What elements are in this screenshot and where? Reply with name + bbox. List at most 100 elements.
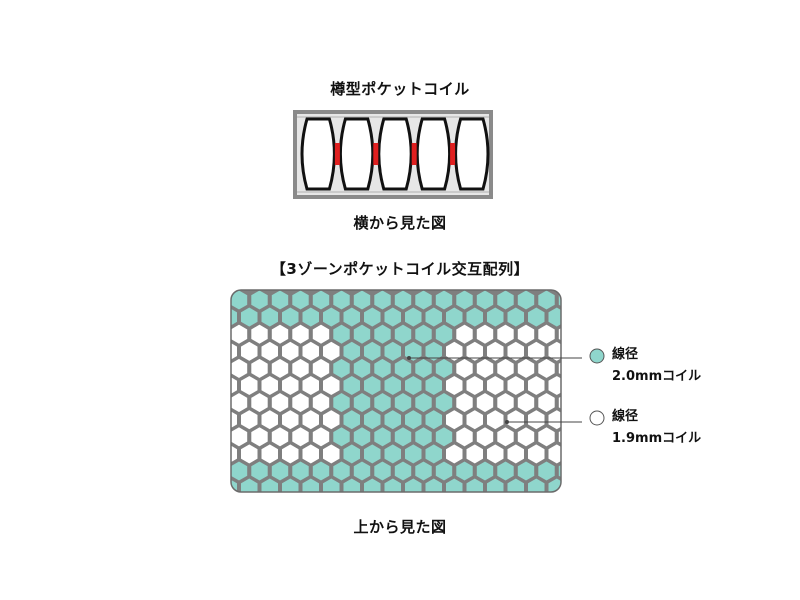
- coil-cell-white: [568, 375, 586, 395]
- side-view-title: 樽型ポケットコイル: [330, 80, 470, 98]
- coil-cell-teal: [424, 340, 444, 363]
- barrel-coil: [415, 117, 452, 191]
- coil-cell-white: [301, 374, 321, 397]
- side-view-caption: 横から見た図: [353, 214, 447, 232]
- coil-cell-teal: [414, 460, 433, 482]
- coil-cell-white: [321, 340, 341, 363]
- coil-cell-teal: [362, 340, 382, 363]
- coil-cell-white: [270, 391, 290, 414]
- coil-cell-white: [301, 443, 321, 465]
- coil-cell-teal: [231, 477, 239, 492]
- coil-cell-white: [557, 425, 561, 448]
- coil-cell-teal: [332, 357, 351, 380]
- coil-cell-white: [311, 391, 331, 414]
- coil-cell-teal: [414, 357, 433, 380]
- coil-cell-teal: [393, 460, 413, 482]
- coil-cell-white: [485, 443, 505, 465]
- coil-cell-teal: [537, 460, 556, 482]
- coil-joint: [411, 143, 417, 165]
- coil-cell-teal: [362, 306, 382, 328]
- coil-cell-white: [589, 375, 607, 395]
- coil-cell-white: [455, 425, 474, 448]
- coil-cell-teal: [352, 460, 372, 482]
- coil-cell-teal: [352, 323, 372, 346]
- coil-cell-white: [526, 340, 546, 363]
- coil-cell-white: [291, 357, 310, 380]
- coil-cell-white: [475, 391, 495, 414]
- coil-cell-white: [455, 391, 474, 414]
- barrel-coils: [300, 117, 490, 191]
- coil-cell-white: [496, 425, 515, 448]
- coil-cell-teal: [342, 443, 362, 465]
- coil-cell-teal: [362, 443, 382, 465]
- coil-joint: [334, 143, 340, 165]
- coil-cell-teal: [485, 306, 505, 328]
- coil-cell-white: [547, 408, 561, 431]
- coil-cell-white: [239, 340, 259, 363]
- coil-cell-teal: [434, 425, 454, 448]
- coil-cell-white: [311, 323, 331, 346]
- coil-cell-white: [231, 323, 249, 346]
- coil-cell-white: [270, 357, 290, 380]
- coil-joint: [450, 143, 456, 165]
- coil-cell-teal: [280, 477, 300, 492]
- coil-cell-teal: [414, 425, 433, 448]
- coil-cell-white: [321, 408, 341, 431]
- coil-cell-white: [557, 357, 561, 380]
- top-view-caption: 上から見た図: [353, 518, 447, 536]
- coil-cell-white: [455, 323, 474, 346]
- coil-cell-teal: [291, 460, 310, 482]
- coil-cell-teal: [403, 443, 423, 465]
- coil-cell-teal: [301, 306, 321, 328]
- coil-cell-teal: [579, 461, 597, 481]
- barrel-coil: [300, 117, 336, 191]
- coil-cell-white: [231, 443, 239, 465]
- coil-cell-white: [589, 444, 607, 464]
- coil-cell-white: [301, 408, 321, 431]
- coil-cell-teal: [444, 477, 464, 492]
- coil-cell-white: [465, 408, 485, 431]
- coil-cells: [210, 290, 607, 492]
- coil-cell-teal: [403, 374, 423, 397]
- barrel-coil: [454, 117, 490, 191]
- coil-cell-white: [557, 391, 561, 414]
- coil-cell-white: [210, 392, 228, 412]
- coil-cell-teal: [424, 306, 444, 328]
- coil-frame-inner: [297, 114, 489, 195]
- grid-background: [231, 290, 561, 492]
- barrel-coil: [377, 117, 413, 191]
- coil-cell-teal: [403, 306, 423, 328]
- coil-cell-teal: [260, 306, 280, 328]
- barrel-coil: [338, 117, 375, 191]
- coil-cell-teal: [537, 290, 556, 311]
- coil-cell-teal: [506, 477, 526, 492]
- coil-cell-white: [280, 374, 300, 397]
- coil-cell-white: [291, 425, 310, 448]
- coil-cell-white: [579, 392, 597, 412]
- legend-swatch-white: [589, 410, 605, 426]
- coil-cell-white: [270, 323, 290, 346]
- coil-cell-white: [568, 341, 586, 361]
- coil-cell-white: [496, 391, 515, 414]
- leader-dot-teal: [407, 356, 411, 360]
- coil-cell-white: [537, 357, 556, 380]
- coil-cell-white: [506, 408, 526, 431]
- coil-cell-teal: [414, 391, 433, 414]
- coil-cell-teal: [332, 460, 351, 482]
- coil-cell-white: [444, 374, 464, 397]
- coil-cell-white: [537, 391, 556, 414]
- coil-cell-white: [444, 443, 464, 465]
- coil-cell-white: [547, 443, 561, 465]
- coil-cell-teal: [352, 425, 372, 448]
- coil-cell-teal: [455, 290, 474, 311]
- coil-cell-white: [239, 408, 259, 431]
- coil-cell-white: [311, 425, 331, 448]
- coil-cell-teal: [434, 290, 454, 311]
- coil-cell-teal: [414, 323, 433, 346]
- coil-cell-teal: [231, 306, 239, 328]
- coil-cell-teal: [332, 425, 351, 448]
- coil-cell-teal: [383, 374, 403, 397]
- coil-cell-white: [239, 443, 259, 465]
- coil-cell-teal: [424, 374, 444, 397]
- coil-cell-teal: [291, 290, 310, 311]
